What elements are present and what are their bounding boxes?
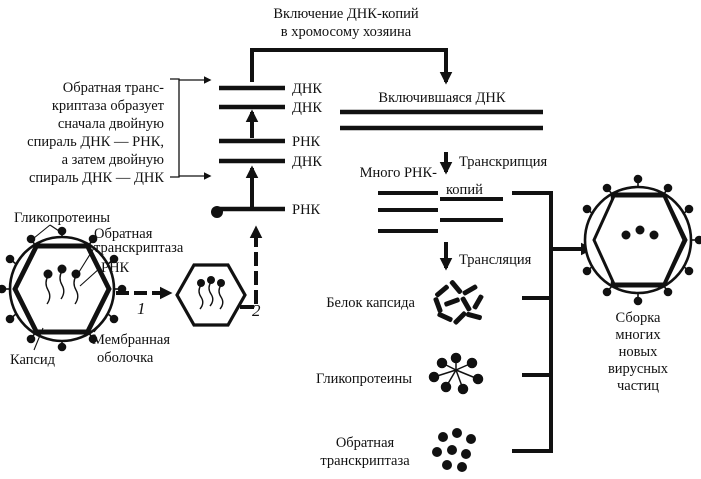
- virus-rt-label-line2: транскриптаза: [94, 240, 184, 256]
- assembly-label-line: новых: [619, 344, 659, 360]
- integrated-dna-strands: [340, 109, 543, 131]
- rna-label: РНК: [292, 202, 321, 218]
- many-rna-label-line1: Много РНК-: [360, 165, 438, 181]
- dna-dna-helix: [219, 85, 285, 110]
- leader-glycoproteins: [49, 224, 63, 234]
- dna-label: ДНК: [292, 100, 322, 116]
- glycoproteins-product-icon: [428, 352, 484, 395]
- viral-rna-strand: [211, 206, 285, 218]
- virus-particle: [0, 226, 127, 352]
- assembly-label-line: вирусных: [608, 361, 669, 377]
- assembly-label-line: частиц: [617, 378, 659, 394]
- rt-note-line: спираль ДНК — РНК,: [27, 134, 164, 150]
- assembly-label-line: Сборка: [616, 310, 662, 326]
- rt-note: Обратная транс- криптаза образует сначал…: [27, 80, 165, 186]
- rt-note-line: криптаза образует: [52, 98, 165, 114]
- assembly-bracket: [512, 191, 553, 453]
- rna-label: РНК: [292, 134, 321, 150]
- translation-label: Трансляция: [459, 252, 532, 268]
- step2-arrow: [240, 225, 263, 309]
- insertion-label-line2: в хромосому хозяина: [281, 24, 412, 40]
- virus-glycoproteins-label: Гликопротеины: [14, 210, 110, 226]
- new-virus-particle: [582, 174, 701, 306]
- transcription-label: Транскрипция: [459, 154, 548, 170]
- leader-membrane: [93, 317, 107, 333]
- rna-copies: [378, 191, 503, 233]
- assembly-label-line: многих: [615, 327, 661, 343]
- glycoproteins-product-label: Гликопротеины: [316, 371, 412, 387]
- rt-note-bracket: [170, 78, 180, 178]
- virus-rna-label: РНК: [101, 260, 130, 276]
- insertion-arrow: [250, 48, 453, 85]
- virus-membrane-label-line2: оболочка: [97, 350, 154, 366]
- leader-rna: [79, 267, 101, 287]
- rt-note-line: а затем двойную: [62, 152, 165, 168]
- dna-label: ДНК: [292, 154, 322, 170]
- leader-capsid: [33, 327, 44, 351]
- step2-number: 2: [252, 301, 261, 320]
- step1-number: 1: [137, 299, 146, 318]
- leader-glycoproteins: [33, 224, 51, 239]
- leader-rt: [78, 247, 95, 273]
- rna-dna-helix: [219, 138, 285, 164]
- virus-capsid-label: Капсид: [10, 352, 56, 368]
- rt-product-icon: [432, 428, 476, 472]
- assembly-label: Сборка многих новых вирусных частиц: [608, 310, 669, 394]
- insertion-label-line1: Включение ДНК-копий: [273, 6, 418, 22]
- virus-rt-label-line1: Обратная: [94, 226, 153, 242]
- capsid-protein-label: Белок капсида: [326, 295, 415, 311]
- rt-note-line: сначала двойную: [58, 116, 164, 132]
- rt-note-line: Обратная транс-: [63, 80, 164, 96]
- rt-note-line: спираль ДНК — ДНК: [29, 170, 164, 186]
- rt-product-label-line2: транскриптаза: [320, 453, 410, 469]
- virus-membrane-label-line1: Мембранная: [92, 332, 170, 348]
- uncoated-core: [175, 263, 247, 327]
- capsid-protein-icon: [433, 280, 484, 325]
- rt-product-label-line1: Обратная: [336, 435, 395, 451]
- dna-label: ДНК: [292, 81, 322, 97]
- many-rna-label-line2: копий: [446, 182, 483, 198]
- integrated-dna-label: Включившаяся ДНК: [378, 90, 505, 106]
